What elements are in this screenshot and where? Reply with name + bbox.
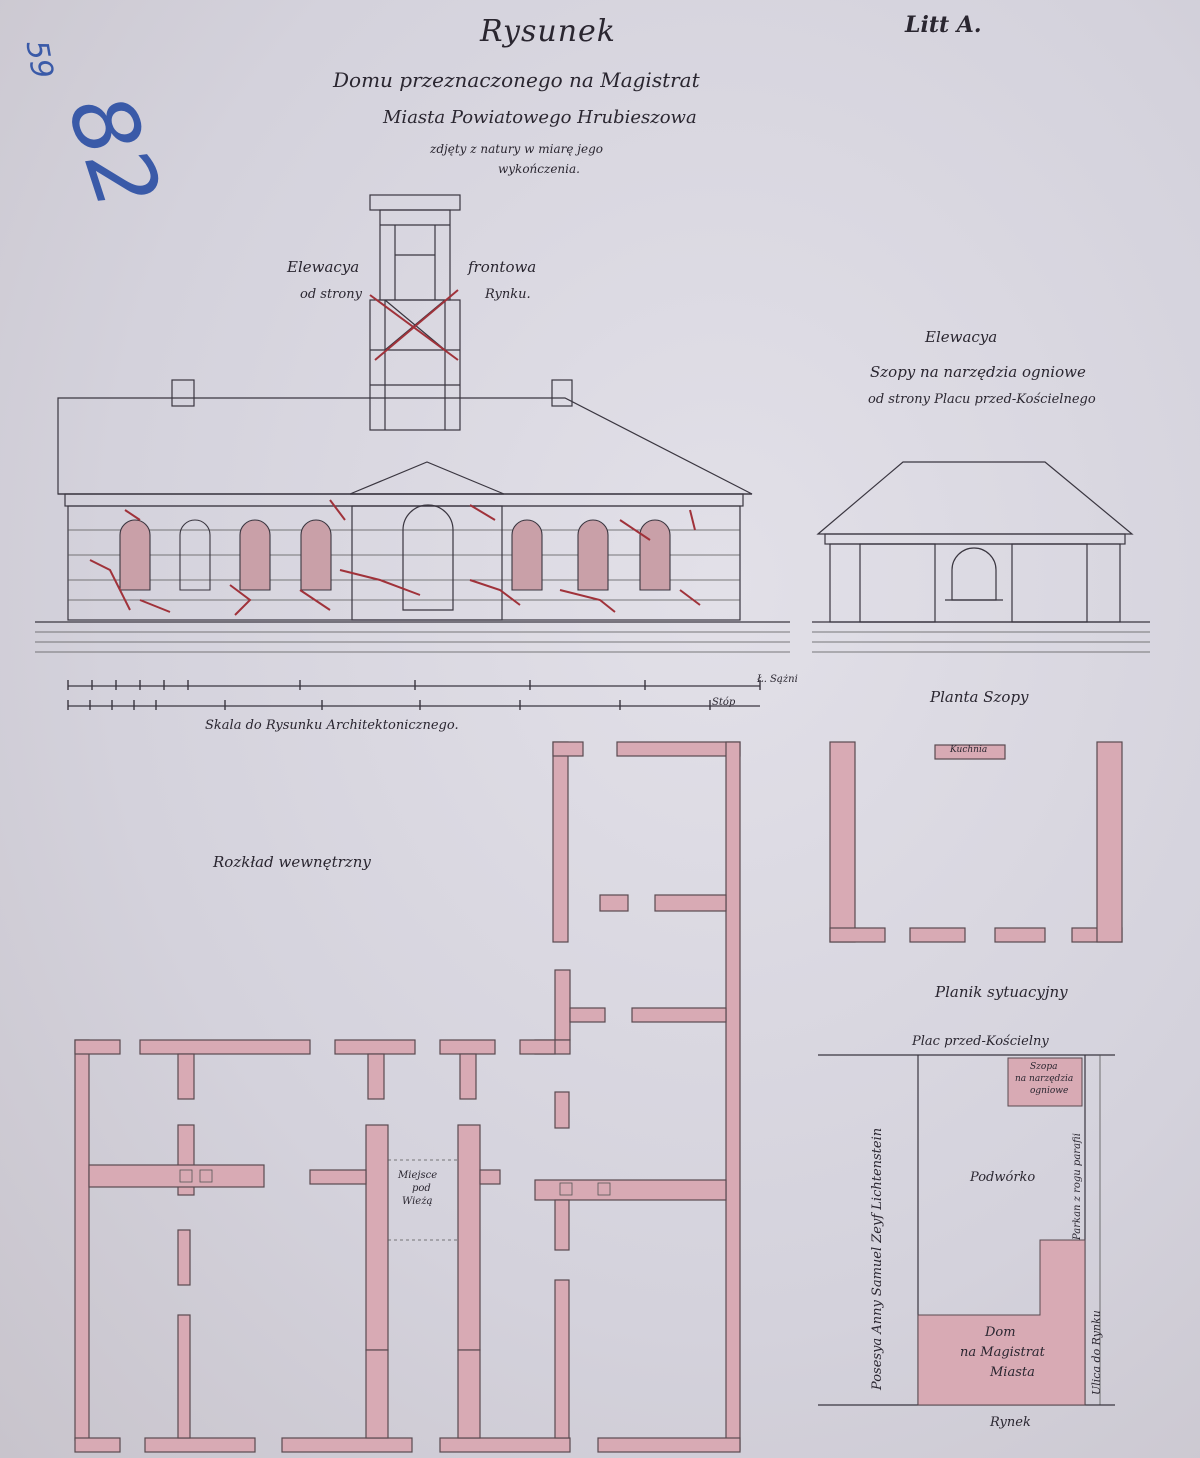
situation-right-vertical-label-1: Parkan z rogu parafii bbox=[1072, 1133, 1083, 1240]
tower-place-label-2: pod bbox=[412, 1183, 431, 1194]
situation-shed-label-3: ogniowe bbox=[1030, 1086, 1069, 1096]
kitchen-label: Kuchnia bbox=[950, 745, 988, 755]
front-elevation-label-b2: Rynku. bbox=[485, 287, 531, 302]
sheet-id: Litt A. bbox=[905, 12, 982, 38]
subtitle-line-2: Miasta Powiatowego Hrubieszowa bbox=[383, 107, 697, 128]
shed-plan-title: Planta Szopy bbox=[930, 688, 1029, 706]
shed-plan bbox=[829, 741, 1123, 943]
subtitle-line-1: Domu przeznaczonego na Magistrat bbox=[333, 68, 700, 92]
front-elevation bbox=[35, 194, 790, 653]
subtitle-line-4: wykończenia. bbox=[498, 162, 580, 176]
situation-shed-label-1: Szopa bbox=[1030, 1062, 1058, 1072]
scale-unit-bottom: Stóp bbox=[712, 697, 736, 708]
shed-elevation-label-1: Elewacya bbox=[925, 328, 998, 346]
scale-bar bbox=[67, 680, 761, 710]
situation-top-label: Plac przed-Kościelny bbox=[912, 1034, 1049, 1049]
shed-elevation-label-2: Szopy na narzędzia ogniowe bbox=[870, 363, 1086, 381]
scale-unit-top: Ł. Sążni bbox=[757, 674, 798, 685]
front-elevation-label-a1: Elewacya bbox=[287, 258, 360, 276]
situation-right-vertical-label-2: Ulica do Rynku bbox=[1090, 1310, 1103, 1395]
situation-plan-title: Planik sytuacyjny bbox=[935, 983, 1068, 1001]
situation-bottom-label: Rynek bbox=[990, 1415, 1031, 1430]
situation-house-label-3: Miasta bbox=[990, 1365, 1035, 1380]
shed-elevation bbox=[812, 461, 1150, 653]
situation-shed-label-2: na narzędzia bbox=[1015, 1074, 1074, 1084]
situation-left-vertical-label: Posesya Anny Samuel Zeyf Lichtenstein bbox=[870, 1127, 885, 1390]
drawing-title: Rysunek bbox=[480, 14, 616, 49]
shed-elevation-label-3: od strony Placu przed-Kościelnego bbox=[868, 392, 1096, 407]
interior-plan bbox=[74, 741, 741, 1453]
scale-caption: Skala do Rysunku Architektonicznego. bbox=[205, 718, 459, 733]
front-elevation-label-a2: od strony bbox=[300, 287, 362, 302]
interior-plan-title: Rozkład wewnętrzny bbox=[213, 853, 371, 871]
archive-number-small: 59 bbox=[18, 37, 60, 82]
tower-place-label-1: Miejsce bbox=[398, 1170, 438, 1181]
front-elevation-label-b1: frontowa bbox=[468, 258, 537, 276]
subtitle-line-3: zdjęty z natury w miarę jego bbox=[430, 142, 603, 156]
situation-house-label-1: Dom bbox=[985, 1325, 1016, 1340]
tower-place-label-3: Wieżą bbox=[402, 1196, 433, 1207]
situation-house-label-2: na Magistrat bbox=[960, 1345, 1045, 1360]
situation-yard-label: Podwórko bbox=[970, 1170, 1036, 1185]
situation-plan bbox=[818, 1054, 1115, 1406]
